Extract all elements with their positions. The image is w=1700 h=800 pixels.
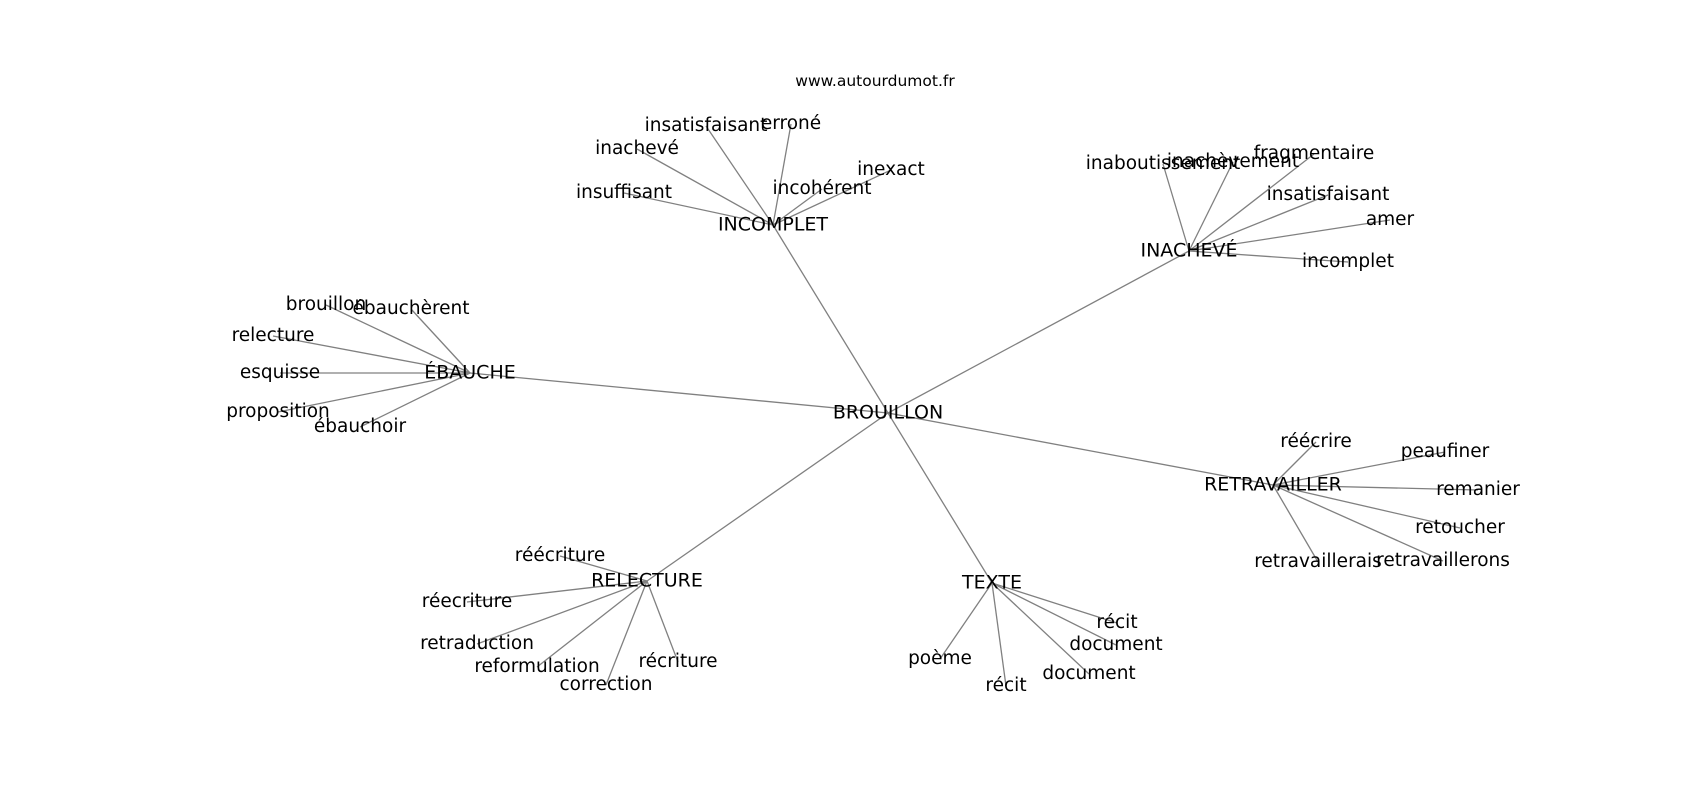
edge-center-to-hub: [469, 372, 889, 414]
word-node-label: récit: [985, 675, 1026, 696]
edge-hub-to-word: [705, 125, 774, 226]
word-node-label: insatisfaisant: [1267, 184, 1390, 205]
word-node-label: proposition: [226, 401, 330, 422]
graph-edges: [272, 123, 1479, 687]
edge-hub-to-word: [1188, 194, 1329, 252]
edge-hub-to-word: [646, 580, 679, 663]
word-node-label: réécriture: [515, 545, 605, 566]
word-node-label: réécrire: [1280, 431, 1351, 452]
word-node-label: insatisfaisant: [645, 115, 768, 136]
hub-node-label: TEXTE: [961, 572, 1022, 594]
word-node-label: poème: [908, 648, 972, 669]
word-node-label: réecriture: [422, 591, 512, 612]
edge-hub-to-word: [991, 582, 1007, 687]
edge-hub-to-word: [1272, 441, 1317, 486]
website-caption: www.autourdumot.fr: [795, 72, 955, 90]
edge-hub-to-word: [1188, 250, 1349, 263]
edge-hub-to-word: [605, 580, 648, 686]
word-node-label: brouillon: [286, 294, 366, 315]
word-node-label: inexact: [857, 159, 925, 180]
edge-hub-to-word: [1188, 153, 1315, 252]
edge-hub-to-word: [536, 580, 648, 668]
word-node-label: incohérent: [772, 178, 871, 199]
hub-node-label: RELECTURE: [591, 570, 703, 592]
word-node-label: relecture: [232, 325, 315, 346]
edge-hub-to-word: [1272, 484, 1479, 491]
edge-hub-to-word: [1272, 484, 1461, 529]
edge-hub-to-word: [272, 335, 471, 374]
word-node-label: insuffisant: [576, 182, 672, 203]
edge-hub-to-word: [772, 123, 792, 226]
edge-hub-to-word: [410, 308, 471, 374]
edge-center-to-hub: [887, 250, 1190, 414]
edge-hub-to-word: [1188, 219, 1391, 252]
edge-center-to-hub: [646, 412, 889, 582]
edge-center-to-hub: [887, 412, 993, 584]
edge-hub-to-word: [991, 582, 1118, 624]
hub-node-label: RETRAVAILLER: [1204, 474, 1342, 496]
hub-node-label: INACHEVÉ: [1140, 239, 1237, 262]
word-node-label: retoucher: [1415, 517, 1505, 538]
edge-center-to-hub: [887, 412, 1274, 486]
word-node-label: retraduction: [420, 633, 534, 654]
word-node-label: inachèvement: [1167, 151, 1299, 172]
word-node-label: peaufiner: [1401, 441, 1490, 462]
edge-hub-to-word: [623, 192, 774, 226]
hub-node-label: ÉBAUCHE: [424, 361, 516, 384]
edge-hub-to-word: [991, 582, 1090, 675]
word-node-label: fragmentaire: [1254, 143, 1375, 164]
edge-hub-to-word: [772, 188, 823, 226]
word-node-label: amer: [1366, 209, 1415, 230]
word-node-label: erroné: [761, 113, 821, 134]
word-node-label: ébauchoir: [314, 416, 407, 437]
edge-hub-to-word: [939, 582, 993, 660]
word-node-label: récriture: [638, 651, 717, 672]
word-node-label: inachevé: [595, 138, 679, 159]
edge-center-to-hub: [772, 224, 889, 414]
graph-labels: BROUILLONINCOMPLETinsatisfaisanterronéin…: [226, 113, 1520, 696]
word-node-label: correction: [560, 674, 653, 695]
hub-node-label: INCOMPLET: [718, 214, 828, 236]
edge-hub-to-word: [277, 372, 471, 413]
word-node-label: retravaillerais: [1254, 551, 1382, 572]
word-node-label: remanier: [1436, 479, 1520, 500]
word-node-label: esquisse: [240, 362, 320, 383]
word-node-label: document: [1069, 634, 1162, 655]
edge-hub-to-word: [325, 304, 471, 374]
edge-hub-to-word: [466, 580, 648, 603]
word-node-label: ébauchèrent: [352, 298, 469, 319]
word-node-label: reformulation: [474, 656, 599, 677]
edge-hub-to-word: [991, 582, 1117, 646]
edge-hub-to-word: [636, 148, 774, 226]
edge-hub-to-word: [1272, 484, 1444, 562]
word-node-label: retravaillerons: [1376, 550, 1510, 571]
edge-hub-to-word: [1272, 451, 1446, 486]
word-node-label: incomplet: [1302, 251, 1394, 272]
edge-hub-to-word: [559, 555, 648, 582]
center-node-label: BROUILLON: [833, 402, 943, 424]
word-node-label: inaboutissement: [1086, 153, 1240, 174]
edge-hub-to-word: [476, 580, 648, 645]
word-node-label: document: [1042, 663, 1135, 684]
edge-hub-to-word: [1188, 161, 1234, 252]
edge-hub-to-word: [772, 169, 892, 226]
edge-hub-to-word: [1272, 484, 1319, 563]
word-node-label: récit: [1096, 612, 1137, 633]
edge-hub-to-word: [359, 372, 471, 428]
edge-hub-to-word: [1162, 163, 1190, 252]
